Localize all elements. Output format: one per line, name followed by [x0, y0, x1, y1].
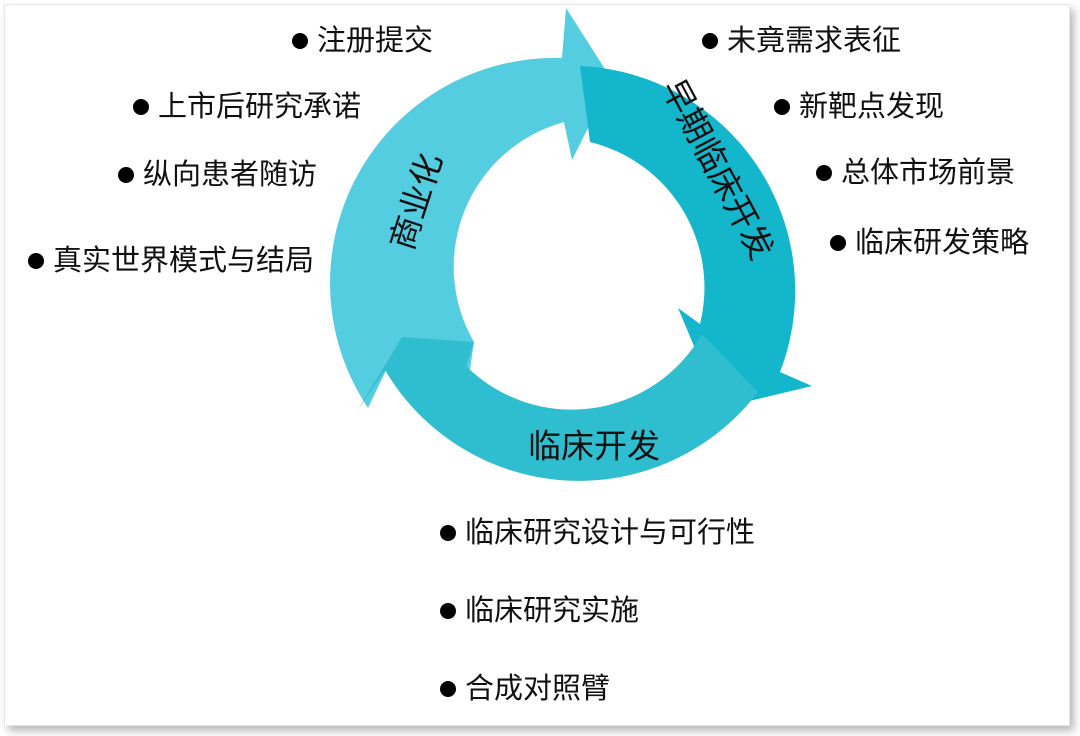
- item-text: 真实世界模式与结局: [53, 243, 315, 277]
- item-text: 新靶点发现: [799, 89, 945, 123]
- item-text: 合成对照臂: [465, 671, 611, 705]
- bullet-icon: [816, 164, 832, 181]
- item-text: 纵向患者随访: [143, 157, 318, 191]
- segment-commercial: [330, 8, 612, 408]
- bullet-icon: [702, 32, 718, 49]
- segment-early: [580, 66, 812, 408]
- list-item-early-3: 总体市场前景: [816, 158, 1015, 187]
- list-item-clinical-1: 临床研究设计与可行性: [440, 518, 755, 547]
- bullet-icon: [118, 166, 134, 183]
- bullet-icon: [830, 234, 846, 251]
- list-item-clinical-2: 临床研究实施: [440, 596, 639, 625]
- item-text: 临床研究设计与可行性: [465, 515, 756, 549]
- item-text: 总体市场前景: [841, 155, 1016, 189]
- bullet-icon: [440, 602, 456, 619]
- list-item-early-4: 临床研发策略: [830, 228, 1029, 257]
- list-item-early-2: 新靶点发现: [774, 92, 944, 121]
- item-text: 临床研究实施: [465, 593, 640, 627]
- label-clinical: 临床开发: [528, 427, 660, 466]
- bullet-icon: [28, 252, 44, 269]
- segment-clinical: [358, 334, 758, 481]
- list-item-commercial-2: 上市后研究承诺: [133, 92, 361, 121]
- bullet-icon: [133, 98, 149, 115]
- item-text: 上市后研究承诺: [158, 89, 362, 123]
- bullet-icon: [774, 98, 790, 115]
- bullet-icon: [440, 680, 456, 697]
- item-text: 未竟需求表征: [727, 23, 902, 57]
- list-item-commercial-3: 纵向患者随访: [118, 160, 317, 189]
- list-item-commercial-4: 真实世界模式与结局: [28, 246, 314, 275]
- list-item-commercial-1: 注册提交: [292, 26, 433, 55]
- item-text: 临床研发策略: [855, 225, 1030, 259]
- item-text: 注册提交: [317, 23, 434, 57]
- bullet-icon: [292, 32, 308, 49]
- list-item-early-1: 未竟需求表征: [702, 26, 901, 55]
- list-item-clinical-3: 合成对照臂: [440, 674, 610, 703]
- bullet-icon: [440, 524, 456, 541]
